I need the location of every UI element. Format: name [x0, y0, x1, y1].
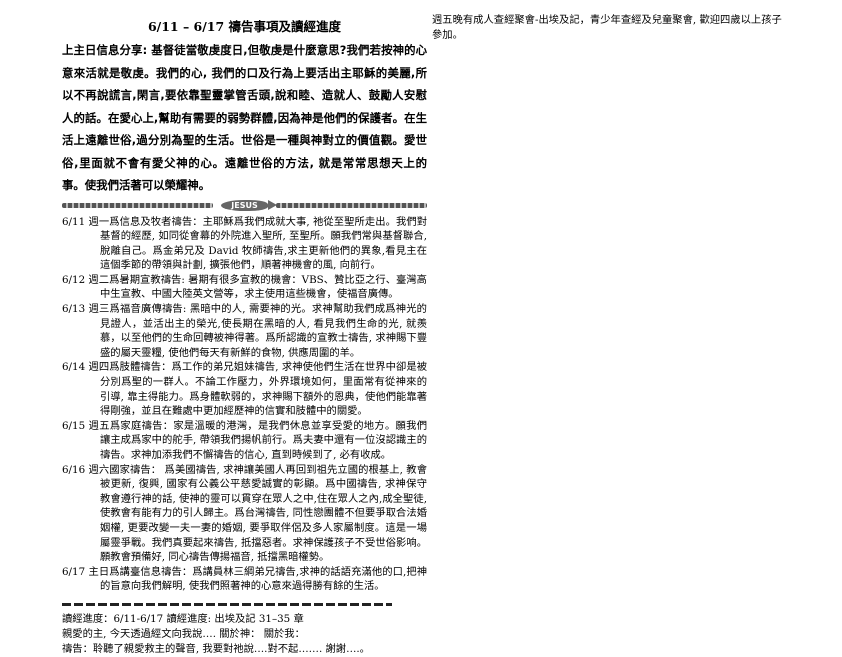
prayer-item: 6/15 週五爲家庭禱告：家是溫暖的港灣，是我們休息並享受愛的地方。願我們讓主成…	[62, 419, 427, 463]
prayer-text: 爲信息及牧者禱告：主耶穌爲我們成就大事, 祂從至聖所走出。我們對基督的經歷, 如…	[100, 215, 428, 272]
prayer-text: 爲福音廣傳禱告: 黑暗中的人, 需要神的光。求神幫助我們成爲神光的見證人，並活出…	[100, 303, 427, 359]
prayer-day: 6/13 週三	[62, 303, 110, 316]
prayer-text: 國家禱告： 爲美國禱告, 求神讓美國人再回到祖先立國的根基上, 教會被更新, 復…	[100, 463, 427, 564]
prayer-text: 爲講臺信息禱告：爲講員林三綱弟兄禱告,求神的話語充滿他的口,把神的旨意向我們解明…	[100, 565, 427, 593]
friday-notice: 週五晚有成人查經聚會-出埃及記，青少年查經及兒童聚會, 歡迎四歲以上孩子參加。	[432, 14, 782, 41]
jesus-fish-icon: JESUS	[221, 200, 278, 211]
dashed-divider	[62, 602, 392, 606]
wave-ornament	[62, 203, 214, 208]
prayer-text: 爲肢體禱告：爲工作的弟兄姐妹禱告, 求神使他們生活在世界中卻是被分別爲聖的一群人…	[100, 361, 428, 418]
prayer-day: 6/11 週一	[62, 215, 110, 228]
prayer-text: 爲家庭禱告：家是溫暖的港灣，是我們休息並享受愛的地方。願我們讓主成爲家中的舵手,…	[100, 419, 427, 461]
prayer-item: 6/16 週六國家禱告： 爲美國禱告, 求神讓美國人再回到祖先立國的根基上, 教…	[62, 463, 427, 565]
sermon-summary: 上主日信息分享: 基督徒當敬虔度日,但敬虔是什麼意思?我們若按神的心意來活就是敬…	[62, 43, 427, 192]
page-title: 6/11 – 6/17 禱告事項及讀經進度	[147, 19, 342, 34]
reflection-prompt: 親愛的主, 今天透過經文向我說…. 關於神： 關於我：	[62, 627, 305, 640]
jesus-fish-divider: JESUS	[62, 199, 427, 213]
prayer-prompt: 禱告：聆聽了親愛救主的聲音, 我要對祂說….對不起……. 謝謝….。	[62, 642, 370, 655]
prayer-day: 6/17 主日	[62, 565, 110, 578]
prayer-list: 6/11 週一爲信息及牧者禱告：主耶穌爲我們成就大事, 祂從至聖所走出。我們對基…	[62, 215, 427, 594]
prayer-item: 6/11 週一爲信息及牧者禱告：主耶穌爲我們成就大事, 祂從至聖所走出。我們對基…	[62, 215, 427, 273]
wave-ornament	[275, 203, 427, 208]
prayer-text: 爲暑期宣教禱告: 暑期有很多宣教的機會：VBS、贊比亞之行、臺灣高中生宣教、中國…	[100, 273, 427, 301]
prayer-day: 6/12 週二	[62, 273, 110, 286]
prayer-item: 6/12 週二爲暑期宣教禱告: 暑期有很多宣教的機會：VBS、贊比亞之行、臺灣高…	[62, 273, 427, 302]
prayer-item: 6/17 主日爲講臺信息禱告：爲講員林三綱弟兄禱告,求神的話語充滿他的口,把神的…	[62, 565, 427, 594]
right-column: 週五晚有成人查經聚會-出埃及記，青少年查經及兒童聚會, 歡迎四歲以上孩子參加。	[432, 13, 782, 43]
left-column: 6/11 – 6/17 禱告事項及讀經進度 上主日信息分享: 基督徒當敬虔度日,…	[62, 16, 427, 657]
footer: 讀經進度：6/11-6/17 讀經進度: 出埃及記 31–35 章 親愛的主, …	[62, 612, 427, 657]
prayer-day: 6/15 週五	[62, 419, 110, 432]
prayer-item: 6/14 週四爲肢體禱告：爲工作的弟兄姐妹禱告, 求神使他們生活在世界中卻是被分…	[62, 360, 427, 418]
prayer-item: 6/13 週三爲福音廣傳禱告: 黑暗中的人, 需要神的光。求神幫助我們成爲神光的…	[62, 302, 427, 360]
prayer-day: 6/14 週四	[62, 361, 110, 374]
prayer-day: 6/16 週六	[62, 463, 110, 476]
reading-schedule: 讀經進度：6/11-6/17 讀經進度: 出埃及記 31–35 章	[62, 612, 304, 625]
